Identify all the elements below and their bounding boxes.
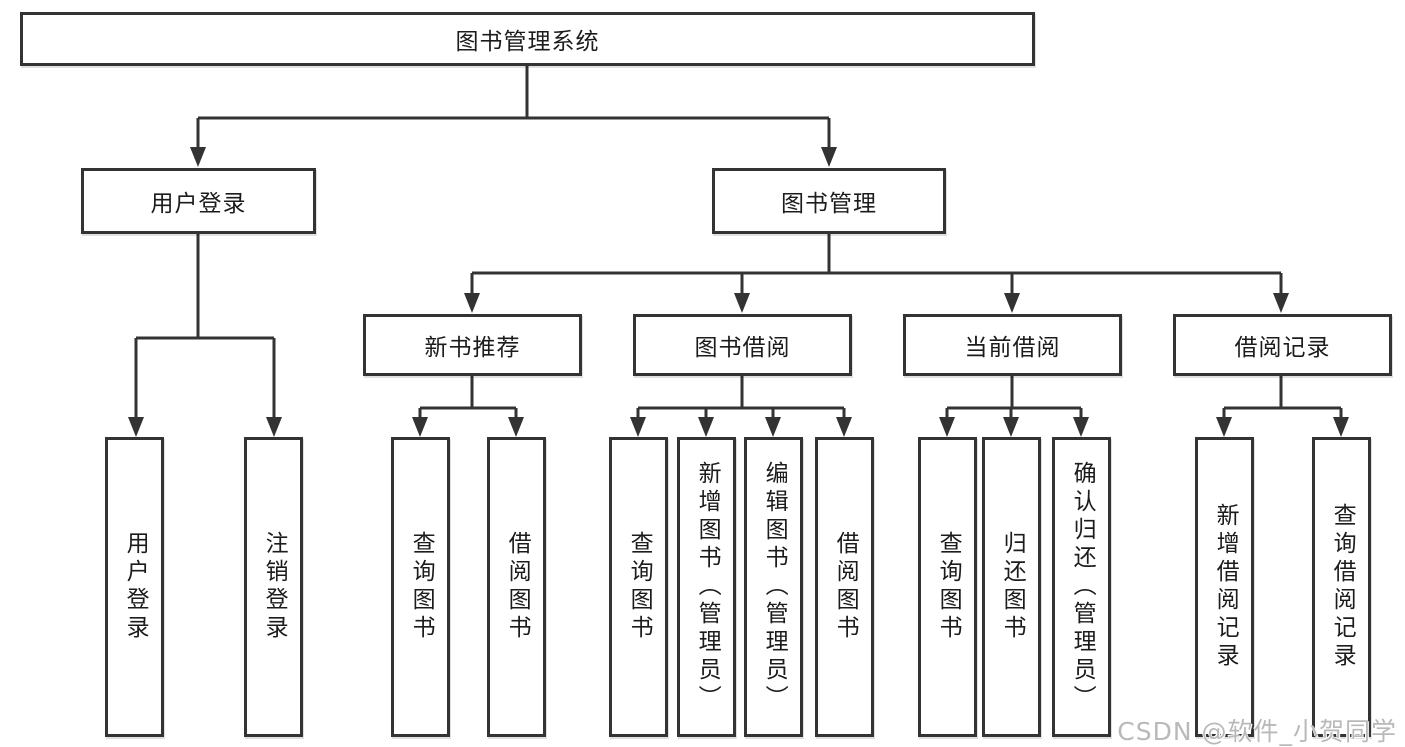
leaf-label: 新增图书（管理员）: [694, 461, 721, 713]
node-borrowing-records: 借阅记录: [1173, 314, 1392, 376]
leaf-label: 查询图书: [408, 531, 435, 643]
node-label: 当前借阅: [964, 335, 1061, 361]
leaf-query-books-borrowing: 查询图书: [609, 437, 668, 737]
leaf-label: 查询图书: [626, 531, 653, 643]
leaf-label: 归还图书: [999, 531, 1026, 643]
node-label: 用户登录: [150, 191, 247, 217]
leaf-label: 查询图书: [935, 531, 962, 643]
node-root-label: 图书管理系统: [455, 29, 600, 55]
leaf-edit-books-admin: 编辑图书（管理员）: [744, 437, 803, 737]
leaf-label: 借阅图书: [504, 531, 531, 643]
csdn-watermark: CSDN @软件_小贺同学: [1117, 717, 1397, 746]
node-book-management-module: 图书管理: [712, 168, 946, 234]
leaf-label: 查询借阅记录: [1329, 503, 1356, 671]
leaf-label: 编辑图书（管理员）: [761, 461, 788, 713]
node-user-login-module: 用户登录: [81, 168, 316, 234]
arrow-heads: [128, 147, 1349, 437]
leaf-add-borrow-record: 新增借阅记录: [1195, 437, 1254, 737]
leaf-add-books-admin: 新增图书（管理员）: [677, 437, 736, 737]
leaf-query-borrow-record: 查询借阅记录: [1312, 437, 1371, 737]
node-label: 图书管理: [781, 191, 877, 217]
leaf-borrow-books: 借阅图书: [815, 437, 874, 737]
node-root-library-system: 图书管理系统: [20, 12, 1035, 66]
leaf-logout: 注销登录: [244, 437, 303, 737]
leaf-query-books-recommend: 查询图书: [391, 437, 450, 737]
node-book-borrowing: 图书借阅: [633, 314, 852, 376]
leaf-return-books: 归还图书: [982, 437, 1041, 737]
node-label: 新书推荐: [424, 335, 521, 361]
leaf-borrow-books-recommend: 借阅图书: [487, 437, 546, 737]
leaf-confirm-return-admin: 确认归还（管理员）: [1052, 437, 1111, 737]
node-label: 图书借阅: [694, 335, 791, 361]
leaf-label: 新增借阅记录: [1212, 503, 1239, 671]
node-new-book-recommend: 新书推荐: [363, 314, 582, 376]
node-label: 借阅记录: [1234, 335, 1331, 361]
tree-edges: [134, 66, 1343, 420]
leaf-label: 注销登录: [261, 531, 288, 643]
leaf-label: 确认归还（管理员）: [1069, 461, 1096, 713]
node-current-borrowing: 当前借阅: [903, 314, 1122, 376]
leaf-label: 用户登录: [122, 531, 149, 643]
leaf-query-books-current: 查询图书: [918, 437, 977, 737]
leaf-user-login: 用户登录: [105, 437, 164, 737]
leaf-label: 借阅图书: [832, 531, 859, 643]
